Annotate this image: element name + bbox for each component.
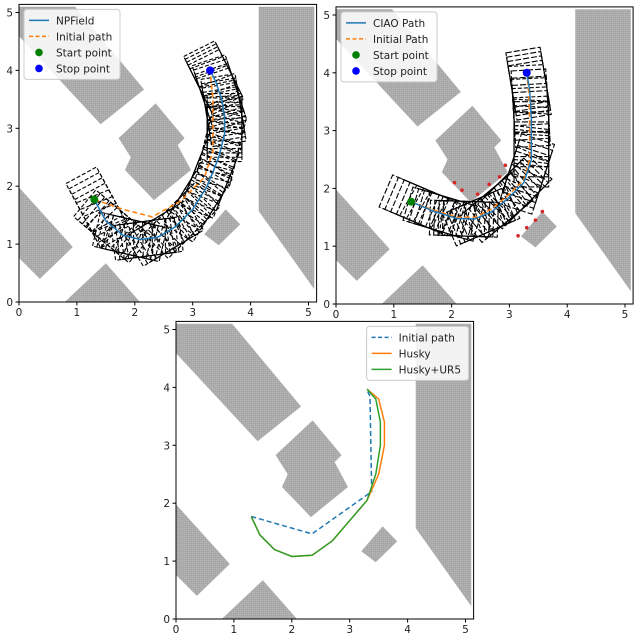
y-tick-label: 3	[6, 123, 13, 135]
obstacle	[415, 323, 472, 607]
x-tick-label: 0	[333, 309, 340, 321]
legend-label: Initial Path	[373, 34, 428, 46]
x-tick-label: 1	[231, 624, 238, 636]
obstacle	[361, 526, 398, 563]
obstacle	[258, 6, 315, 290]
y-tick-label: 5	[163, 325, 170, 337]
series-husky-ur5	[250, 388, 382, 558]
obstacle	[176, 323, 302, 442]
y-tick-label: 2	[6, 181, 13, 193]
obstacle	[204, 209, 241, 246]
constraint-marker	[460, 188, 464, 192]
constraint-marker	[533, 218, 538, 222]
x-tick-label: 2	[288, 624, 295, 636]
y-tick-label: 4	[6, 65, 13, 77]
y-tick-label: 1	[323, 241, 330, 253]
x-tick-label: 3	[189, 307, 196, 319]
stop-point-marker	[522, 68, 531, 77]
legend-label: Start point	[56, 47, 112, 59]
legend-label: Husky	[399, 348, 431, 360]
y-tick-label: 3	[163, 440, 170, 452]
axes-frame	[175, 320, 475, 620]
x-tick-label: 5	[305, 307, 312, 319]
stop-point-marker	[206, 66, 215, 75]
start-point-marker	[90, 195, 99, 204]
constraint-marker	[497, 175, 502, 179]
y-tick-label: 0	[163, 614, 170, 626]
constraint-marker	[516, 233, 520, 238]
axes-frame	[335, 6, 634, 305]
legend-label: Stop point	[56, 63, 110, 75]
y-tick-label: 1	[163, 556, 170, 568]
constraint-marker	[524, 225, 529, 230]
axes-frame	[18, 3, 318, 303]
series-npfield	[93, 70, 226, 241]
start-point-marker	[407, 197, 416, 206]
constraint-marker	[503, 163, 508, 168]
constraint-marker	[487, 182, 491, 187]
legend-label: CIAO Path	[373, 18, 425, 30]
y-tick-label: 0	[6, 297, 13, 309]
legend-label: Start point	[373, 50, 429, 62]
x-tick-label: 4	[404, 624, 411, 636]
obstacle	[19, 187, 73, 279]
y-tick-label: 0	[323, 299, 330, 311]
x-tick-label: 1	[74, 307, 81, 319]
obstacle	[118, 103, 191, 201]
legend-label: Initial path	[399, 332, 455, 344]
obstacle	[520, 211, 557, 248]
y-tick-label: 4	[323, 68, 330, 80]
x-tick-label: 0	[16, 307, 23, 319]
y-tick-label: 3	[323, 126, 330, 138]
x-tick-label: 4	[564, 309, 571, 321]
x-tick-label: 5	[462, 624, 469, 636]
x-tick-label: 4	[247, 307, 254, 319]
y-tick-label: 4	[163, 382, 170, 394]
y-tick-label: 2	[323, 183, 330, 195]
legend-label: NPField	[56, 15, 94, 27]
legend-label: Husky+UR5	[399, 364, 461, 376]
constraint-marker	[540, 209, 545, 214]
obstacle	[176, 504, 230, 596]
y-tick-label: 2	[163, 498, 170, 510]
obstacle	[381, 265, 457, 304]
obstacle	[275, 420, 348, 518]
y-tick-label: 5	[323, 10, 330, 22]
legend-label: Initial path	[56, 31, 112, 43]
x-tick-label: 2	[448, 309, 455, 321]
series-ciao-path	[410, 72, 533, 220]
obstacle	[575, 9, 631, 292]
x-tick-label: 1	[390, 309, 397, 321]
obstacles	[176, 323, 472, 619]
x-tick-label: 3	[346, 624, 353, 636]
obstacle	[221, 580, 298, 619]
robot-footprints	[65, 40, 248, 267]
x-tick-label: 5	[622, 309, 629, 321]
series-initial-path	[94, 70, 214, 218]
x-tick-label: 0	[173, 624, 180, 636]
constraint-marker	[475, 192, 480, 196]
obstacle	[435, 105, 508, 203]
x-tick-label: 3	[506, 309, 513, 321]
legend-label: Stop point	[373, 66, 427, 78]
y-tick-label: 5	[6, 8, 13, 20]
obstacle	[336, 189, 390, 281]
obstacle	[64, 263, 141, 302]
constraint-marker	[452, 180, 457, 185]
series-initial-path	[410, 72, 531, 219]
obstacles	[336, 9, 631, 304]
x-tick-label: 2	[131, 307, 138, 319]
y-tick-label: 1	[6, 239, 13, 251]
